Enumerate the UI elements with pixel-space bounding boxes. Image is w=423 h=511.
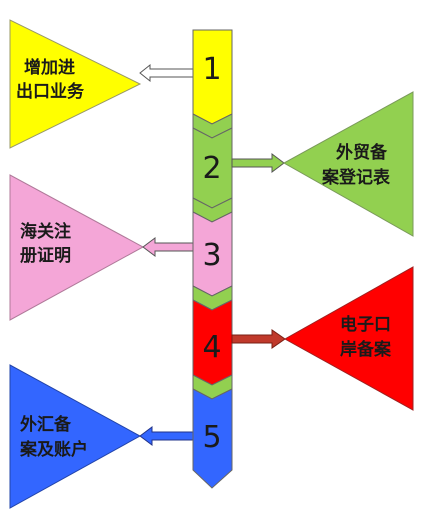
step-4-label-line1: 电子口 — [340, 314, 391, 335]
step-1-triangle — [9, 19, 142, 149]
step-4-number: 4 — [202, 330, 221, 365]
step-3-label-line2: 册证明 — [20, 246, 71, 266]
step-2-number: 2 — [202, 151, 221, 186]
step-5-arrow — [139, 426, 194, 446]
step-5-block — [192, 388, 233, 489]
step-2-arrow — [231, 153, 285, 173]
step-1-label-line1: 增加进 — [24, 57, 75, 78]
step-5-triangle — [9, 364, 142, 509]
step-4-triangle — [283, 266, 414, 411]
step-5-label-line2: 案及账户 — [19, 439, 88, 460]
step-2-triangle — [282, 91, 414, 237]
step-4-label-line2: 岸备案 — [340, 339, 392, 360]
step-5: 外汇备 案及账户 5 — [9, 364, 233, 509]
step-2-label-line2: 案登记表 — [321, 167, 391, 188]
step-5-number: 5 — [202, 420, 221, 455]
step-1-label-line2: 出口业务 — [16, 81, 85, 102]
step-5-label-line1: 外汇备 — [20, 414, 72, 435]
step-2: 2 外贸备 案登记表 — [192, 91, 414, 237]
step-1-number: 1 — [202, 52, 221, 87]
step-3-triangle — [9, 174, 145, 321]
step-3-arrow — [142, 237, 194, 257]
step-1: 增加进 出口业务 1 — [9, 19, 233, 149]
step-4-arrow — [231, 329, 286, 349]
step-2-label-line1: 外贸备 — [336, 142, 388, 163]
step-3-label-line1: 海关注 — [20, 221, 71, 242]
step-1-arrow — [139, 63, 194, 83]
step-3-number: 3 — [202, 238, 221, 273]
